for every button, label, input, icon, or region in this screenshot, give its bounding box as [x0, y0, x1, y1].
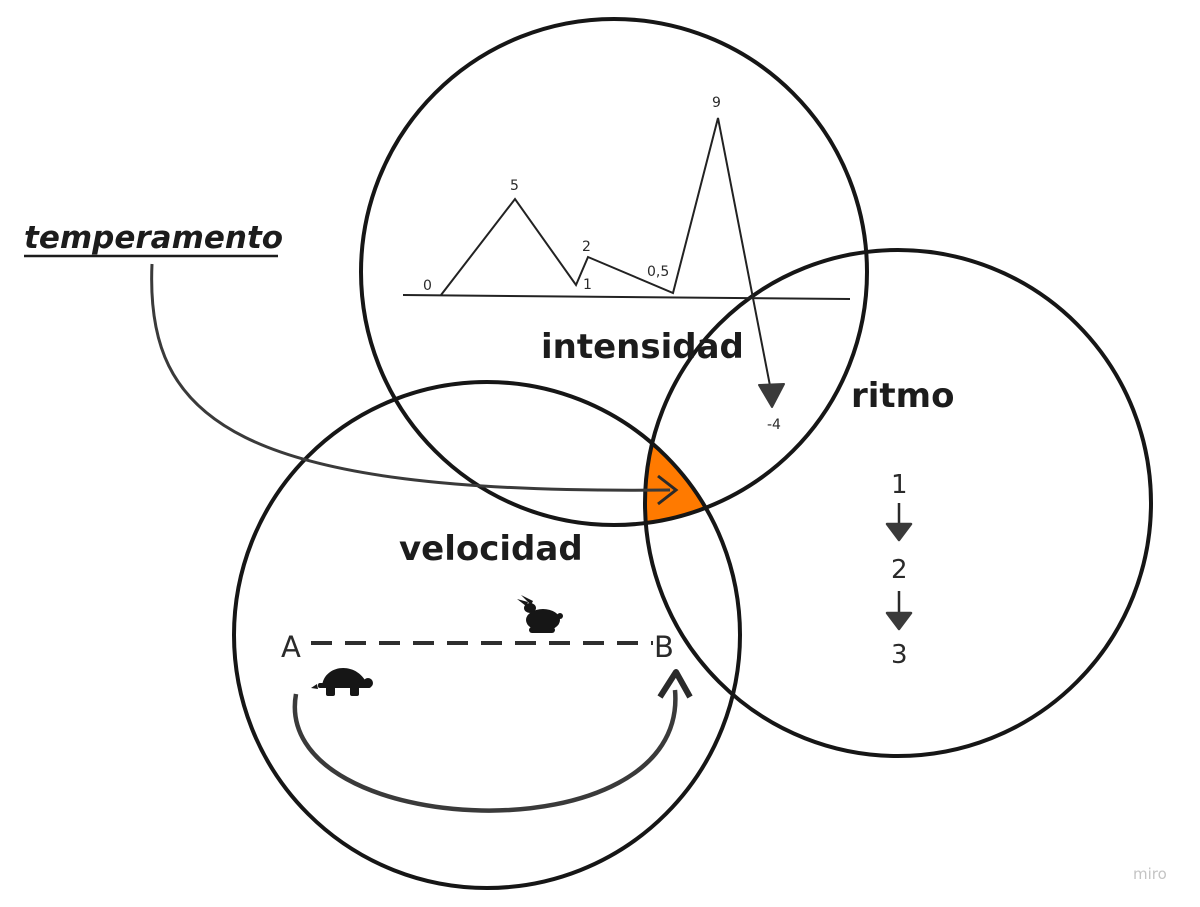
- rhythm-arrow-head: [885, 522, 913, 542]
- graph-point-label: 9: [712, 95, 721, 111]
- rhythm-sequence: 1 2 3: [885, 470, 913, 670]
- intensity-graph: 0 5 1 2 0,5 9 -4: [402, 95, 851, 433]
- temperament-label: temperamento: [24, 220, 283, 256]
- graph-point-label: 2: [582, 239, 591, 255]
- rabbit-icon: [517, 595, 563, 633]
- long-route-arrow-head: [657, 669, 693, 699]
- long-route-arrow: [292, 689, 678, 813]
- temperament-arrow-head: [657, 474, 679, 506]
- speed-path: A B: [281, 630, 693, 813]
- graph-point-label: 1: [583, 277, 592, 293]
- point-b-label: B: [654, 630, 674, 664]
- graph-point-label: 5: [510, 178, 519, 194]
- intensity-label: intensidad: [541, 327, 744, 367]
- graph-point-label: -4: [767, 417, 781, 433]
- point-a-label: A: [281, 630, 301, 664]
- speed-circle: [232, 380, 742, 890]
- turtle-icon: [311, 667, 373, 696]
- graph-point-label: 0: [423, 278, 432, 294]
- intensity-graph-arrow-head: [758, 383, 785, 408]
- rhythm-arrow-head: [885, 611, 913, 631]
- intensity-circle: [359, 17, 869, 527]
- rhythm-step: 1: [891, 470, 908, 500]
- speed-label: velocidad: [399, 529, 583, 569]
- intensity-graph-baseline: [402, 294, 851, 300]
- miro-watermark: miro: [1133, 865, 1167, 883]
- graph-point-label: 0,5: [647, 264, 669, 280]
- temperament-arrow: [150, 263, 671, 492]
- rhythm-step: 2: [891, 555, 908, 585]
- intensity-graph-line: [440, 117, 773, 397]
- rhythm-label: ritmo: [851, 376, 954, 416]
- rhythm-circle: [643, 248, 1153, 758]
- rhythm-step: 3: [891, 640, 908, 670]
